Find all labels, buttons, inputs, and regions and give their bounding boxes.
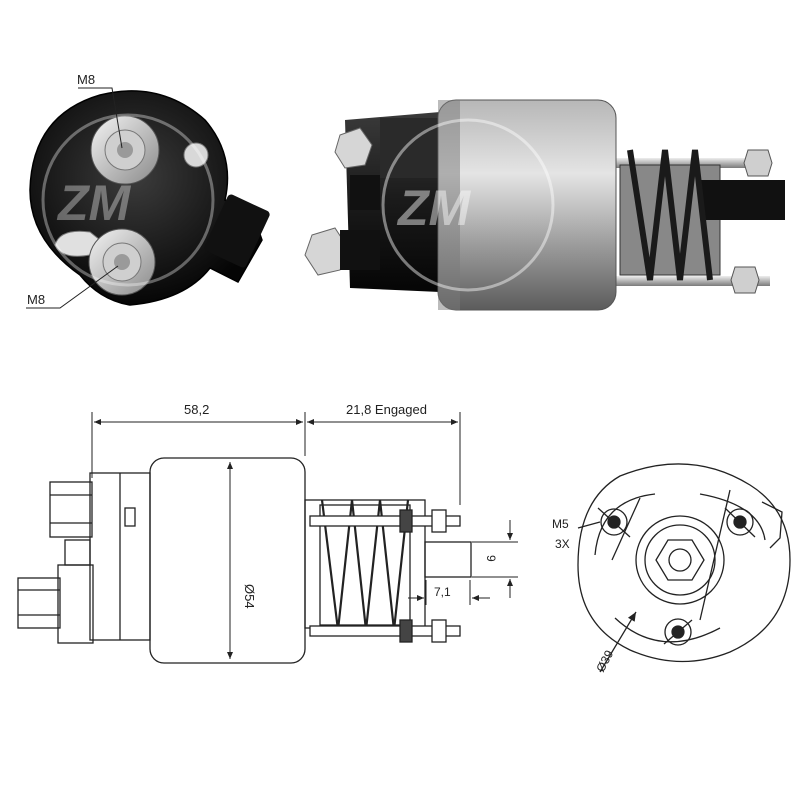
terminal-small	[183, 142, 209, 168]
connector-tab	[204, 194, 270, 268]
dim-9-label: 9	[484, 555, 498, 562]
upper-terminal	[49, 481, 93, 538]
body-outline	[149, 457, 306, 664]
svg-text:ZM: ZM	[56, 175, 132, 231]
lower-rod-drawing	[309, 625, 461, 637]
upper-rod-nut	[743, 149, 773, 177]
end-view-drawing	[577, 463, 791, 673]
count-label: 3X	[555, 537, 570, 551]
end-plate-outline	[577, 463, 791, 663]
plunger-end	[700, 180, 785, 220]
lower-rod-nut	[730, 266, 760, 294]
upper-rod	[605, 158, 765, 168]
diameter-label: Ø54	[242, 584, 257, 609]
dimensions	[91, 412, 518, 659]
end-view-photo: ZM M8 M8	[26, 72, 270, 309]
upper-stud-nut	[334, 127, 373, 169]
plunger-face-circle	[635, 515, 725, 605]
lower-rod	[605, 276, 770, 286]
m8-bottom-label: M8	[27, 292, 45, 307]
mount-stud-1	[600, 508, 628, 536]
mount-stud-3	[664, 618, 692, 646]
side-view-photo: ZM	[304, 99, 785, 311]
thread-label: M5	[552, 517, 569, 531]
plunger-tip	[424, 541, 472, 578]
dim-7-label: 7,1	[434, 585, 451, 599]
plunger-hex	[655, 539, 705, 581]
lower-terminal	[17, 577, 61, 629]
m5-leader	[577, 521, 601, 529]
upper-rod-drawing	[309, 515, 461, 527]
mount-stud-2	[726, 508, 754, 536]
watermark-logo-2	[381, 118, 555, 292]
bolt-circle-leader	[599, 611, 637, 673]
side-view-drawing	[17, 457, 472, 664]
m8-top-label: M8	[77, 72, 95, 87]
return-spring	[627, 149, 713, 281]
engaged-label: 21,8 Engaged	[346, 402, 427, 417]
length-label: 58,2	[184, 402, 209, 417]
m8-bottom-leader	[26, 265, 119, 309]
svg-text:ZM: ZM	[396, 180, 472, 236]
m8-top-leader	[78, 87, 123, 149]
watermark-logo	[41, 113, 215, 287]
